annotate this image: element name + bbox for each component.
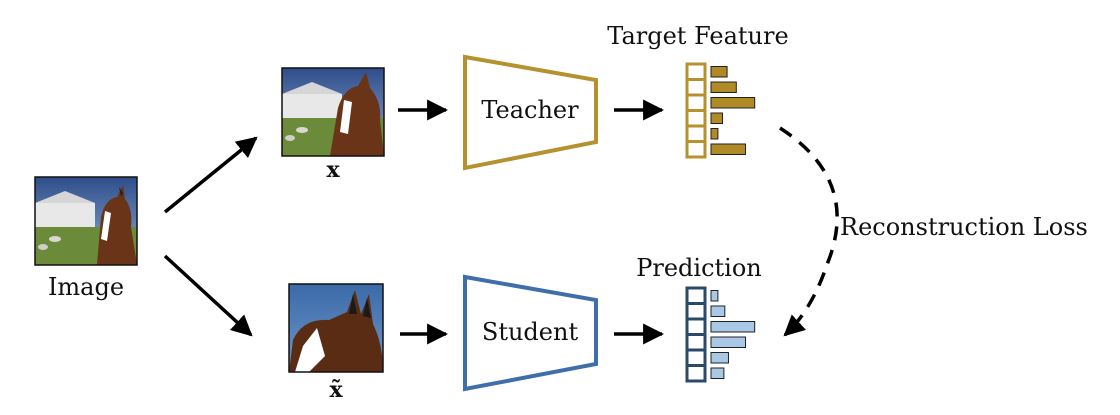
reconstruction-loss-arrow	[779, 126, 839, 337]
reconstruction-loss-label: Reconstruction Loss	[840, 213, 1088, 241]
arrow-image-to-xtilde	[163, 254, 253, 337]
prediction-bar	[710, 290, 719, 302]
target-feature-bar	[710, 97, 756, 109]
prediction-title: Prediction	[636, 254, 762, 282]
prediction-bar	[710, 352, 729, 364]
target-feature-cell	[685, 93, 707, 112]
target-feature-cell	[685, 78, 707, 97]
x-label: x	[326, 157, 340, 183]
target-feature-title: Target Feature	[607, 22, 788, 50]
student-encoder	[463, 274, 598, 392]
target-feature-bar	[710, 143, 746, 155]
image-label: Image	[48, 273, 124, 301]
prediction-cell	[685, 364, 707, 383]
arrow-image-to-x	[163, 136, 258, 214]
student-label: Student	[482, 318, 579, 346]
prediction-cell	[685, 286, 707, 305]
target-feature-vector	[685, 62, 707, 159]
prediction-cell	[685, 302, 707, 321]
image-x-tilde	[288, 283, 384, 373]
input-image	[34, 176, 138, 266]
prediction-bar	[710, 367, 725, 379]
prediction-bar	[710, 336, 746, 348]
target-feature-bar	[710, 81, 737, 93]
teacher-label: Teacher	[481, 96, 579, 124]
prediction-bar	[710, 305, 726, 317]
target-feature-cell	[685, 109, 707, 128]
prediction-bar	[710, 321, 756, 333]
x-tilde-label: x̃	[329, 377, 343, 403]
target-feature-cell	[685, 124, 707, 143]
target-feature-cell	[685, 140, 707, 159]
target-feature-bar	[710, 128, 719, 140]
prediction-cell	[685, 317, 707, 336]
teacher-encoder	[463, 54, 598, 171]
prediction-cell	[685, 333, 707, 352]
image-x	[281, 67, 385, 157]
prediction-bars	[710, 290, 756, 379]
target-feature-bar	[710, 66, 728, 78]
prediction-vector	[685, 286, 707, 383]
target-feature-bar	[710, 112, 723, 124]
prediction-cell	[685, 348, 707, 367]
target-feature-bars	[710, 66, 756, 155]
target-feature-cell	[685, 62, 707, 81]
